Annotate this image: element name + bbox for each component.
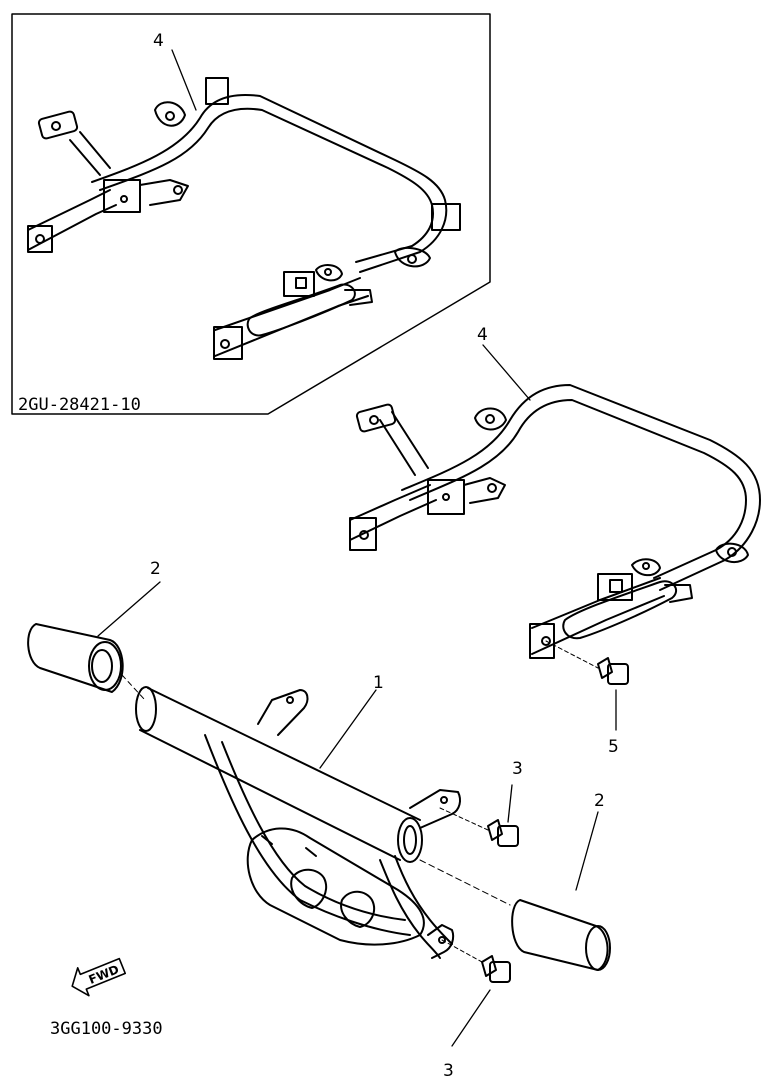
callout-4-inset: 4 [153, 31, 164, 51]
callout-2-right: 2 [594, 791, 605, 811]
diagram-code: 3GG100-9330 [50, 1019, 163, 1039]
callout-3-top: 3 [512, 759, 523, 779]
inset-border [11, 13, 491, 415]
callout-4-main: 4 [477, 325, 488, 345]
callout-5: 5 [608, 737, 619, 757]
bumper-cap-right [419, 859, 611, 971]
inset-guard-frame [27, 77, 461, 360]
callout-3-bottom: 3 [443, 1061, 454, 1081]
bolt-5 [545, 640, 629, 731]
inset-panel [11, 13, 491, 415]
forward-arrow-icon [71, 957, 127, 997]
callout-2-left: 2 [150, 559, 161, 579]
rear-guard-frame [349, 384, 761, 659]
inset-part-code: 2GU-28421-10 [18, 395, 141, 415]
fwd-label: FWD [87, 962, 121, 987]
bolt-3-bottom [441, 939, 511, 1047]
front-guard [135, 686, 461, 959]
callout-1: 1 [373, 673, 384, 693]
bolt-3-top [439, 784, 519, 847]
bumper-cap-left [27, 623, 146, 701]
